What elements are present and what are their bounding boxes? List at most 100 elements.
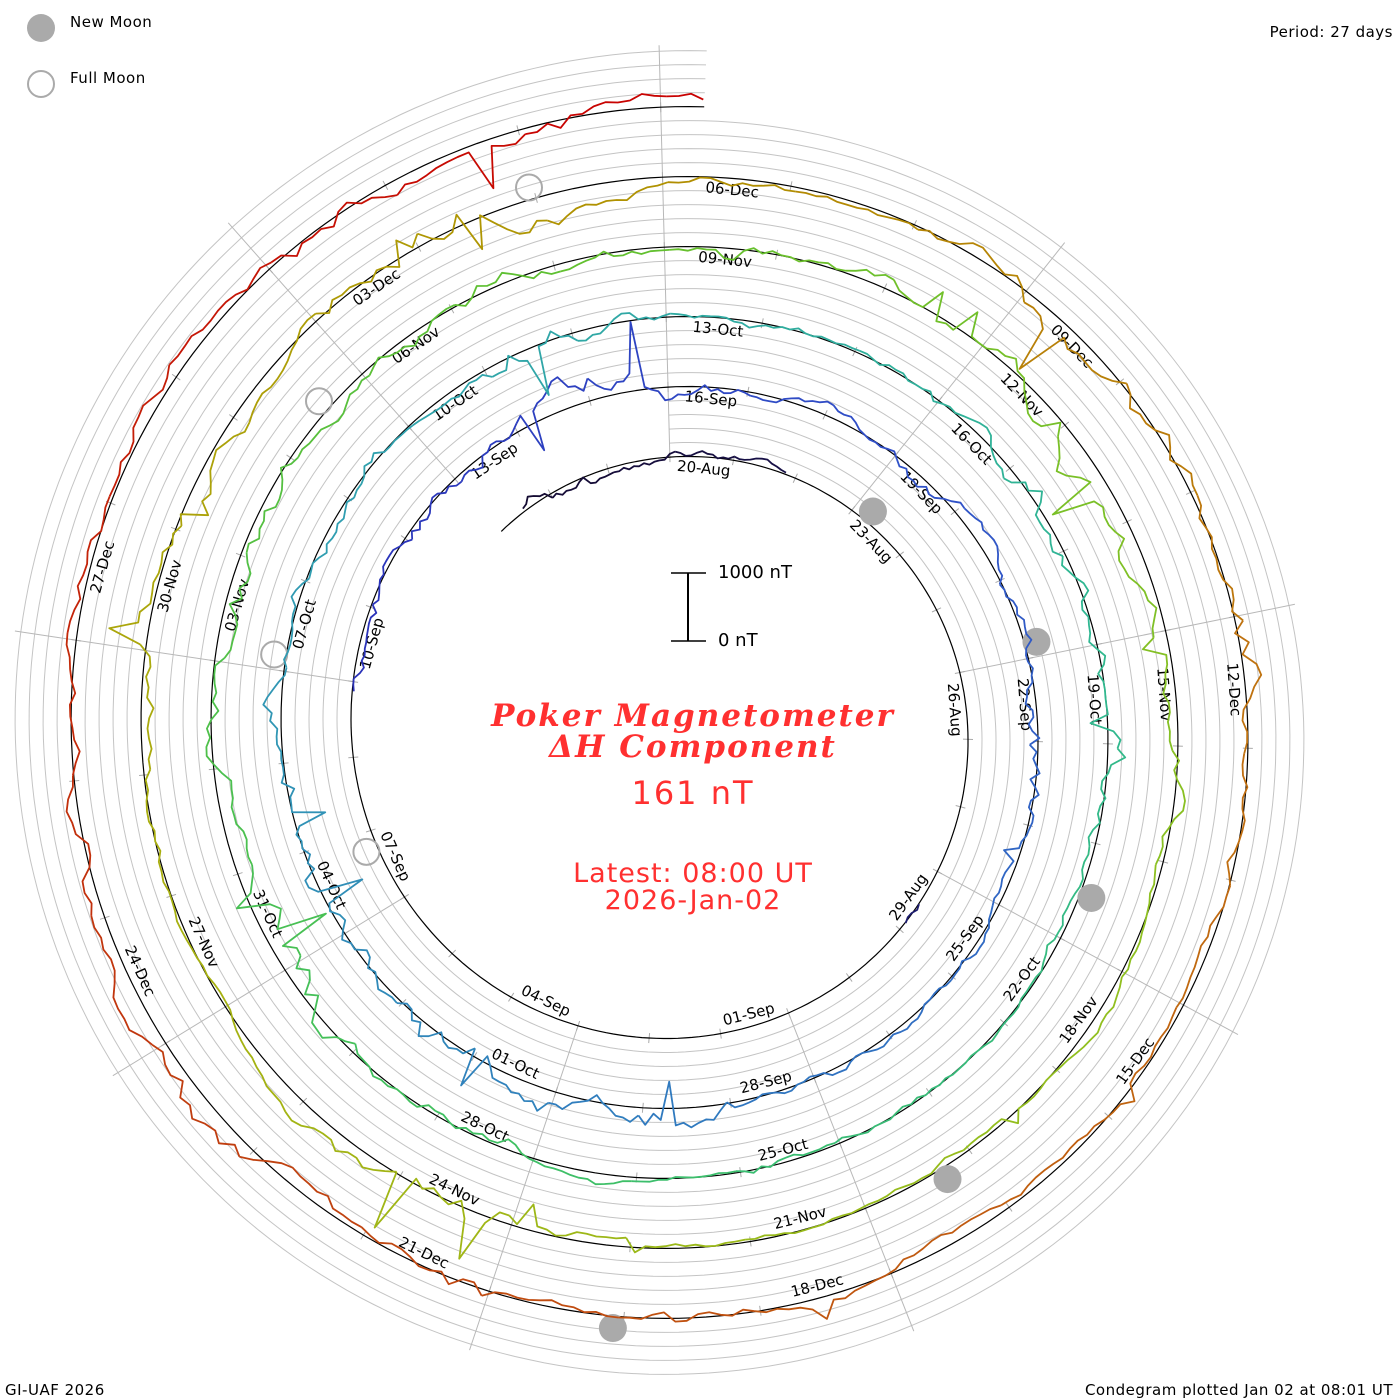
trace-day-segment [491, 330, 579, 396]
trace-day-segment [631, 1170, 737, 1183]
trace-day-segment [754, 1274, 887, 1320]
trace-day-segment [1142, 637, 1174, 751]
trace-day-segment [859, 1149, 964, 1210]
trace-day-segment [262, 667, 288, 760]
new-moon-marker [933, 1165, 962, 1194]
new-moon-marker [1022, 627, 1051, 656]
trace-day-segment [950, 905, 994, 981]
trace-day-segment [670, 384, 751, 400]
date-label: 26-Aug [944, 682, 966, 737]
trace-day-segment [999, 583, 1033, 663]
trace-day-segment [991, 828, 1031, 906]
baseline-spiral [70, 105, 1249, 1320]
trace-day-segment [280, 759, 327, 849]
trace-day-segment [515, 376, 589, 452]
traces [65, 92, 1263, 1323]
trace-day-segment [205, 657, 226, 766]
trace-day-segment [360, 1226, 483, 1297]
trace-day-segment [352, 678, 355, 692]
trace-day-segment [144, 769, 170, 892]
trace-day-segment [179, 422, 251, 526]
trace-day-segment [726, 1076, 811, 1109]
grid-spoke [851, 242, 1066, 511]
grid-spiral [56, 92, 1263, 1333]
full-moon-legend-icon [27, 70, 55, 98]
trace-day-segment [1061, 555, 1098, 650]
trace-day-segment [525, 93, 667, 135]
trace-day-segment [66, 495, 111, 634]
trace-day-segment [435, 1110, 530, 1160]
grid-spoke [959, 603, 1295, 673]
trace-day-segment [508, 1203, 627, 1240]
trace-day-segment [637, 1080, 728, 1129]
trace-day-segment [223, 552, 252, 659]
trace-day-segment [1234, 620, 1263, 754]
trace-day-segment [301, 848, 364, 931]
trace-day-segment [1024, 661, 1041, 746]
trace-day-segment [295, 955, 356, 1045]
trace-day-segment [65, 632, 81, 776]
footer-credit: GI-UAF 2026 [5, 1381, 105, 1399]
trace-day-segment [353, 424, 414, 499]
trace-day-segment [239, 1155, 363, 1228]
trace-day-segment [460, 1047, 549, 1112]
date-label: 30-Nov [154, 558, 186, 615]
trace-day-segment [372, 538, 413, 606]
trace-day-segment [1089, 648, 1122, 749]
date-label: 18-Nov [1056, 993, 1102, 1047]
date-label: 07-Oct [289, 597, 320, 651]
new-moon-marker [1077, 883, 1106, 912]
date-label: 10-Sep [356, 616, 388, 672]
trace-day-segment [528, 1157, 632, 1186]
trace-day-segment [1125, 383, 1199, 496]
trace-day-segment [270, 194, 398, 264]
trace-day-segment [904, 903, 920, 924]
trace-day-segment [412, 373, 493, 427]
chart-subtitle: ΔH Component [549, 729, 837, 765]
trace-day-segment [941, 402, 1005, 479]
trace-day-segment [547, 181, 669, 226]
date-label: 19-Sep [897, 467, 947, 517]
trace-day-segment [417, 213, 548, 251]
trace-day-segment [151, 1043, 241, 1158]
trace-day-segment [1018, 301, 1127, 385]
trace-day-segment [341, 930, 398, 1004]
trace-day-segment [248, 312, 317, 423]
trace-day-segment [577, 312, 671, 342]
trace-day-segment [887, 979, 952, 1041]
trace-day-segment [373, 1171, 510, 1260]
trace-day-segment [1052, 976, 1123, 1075]
trace-day-segment [781, 254, 895, 281]
trace-day-segment [65, 775, 93, 916]
grid-spiral [42, 78, 1277, 1347]
trace-day-segment [765, 324, 861, 352]
trace-day-segment [669, 247, 782, 261]
trace-day-segment [396, 1002, 476, 1055]
trace-day-segment [283, 577, 310, 669]
trace-day-segment [1154, 750, 1186, 866]
full-moon-marker [305, 387, 334, 416]
scale-bottom-label: 0 nT [718, 630, 758, 651]
trace-day-segment [235, 864, 327, 957]
new-moon-marker [598, 1314, 627, 1343]
trace-day-segment [1051, 436, 1117, 533]
trace-day-segment [1000, 1119, 1105, 1207]
trace-day-segment [963, 507, 1004, 585]
new-moon-legend-label: New Moon [70, 13, 153, 31]
new-moon-marker [858, 497, 887, 526]
full-moon-legend-label: Full Moon [70, 69, 146, 87]
trace-day-segment [1196, 494, 1244, 622]
trace-day-segment [552, 471, 615, 499]
date-label: 06-Dec [705, 178, 760, 201]
trace-day-segment [560, 249, 670, 273]
full-moon-marker [515, 173, 544, 202]
date-label: 25-Sep [942, 911, 987, 964]
trace-day-segment [1001, 938, 1055, 1027]
date-label: 27-Dec [86, 539, 118, 595]
footer-plot-time: Condegram plotted Jan 02 at 08:01 UT [1084, 1381, 1393, 1399]
trace-day-segment [396, 133, 526, 196]
latest-date: 2026-Jan-02 [604, 885, 782, 916]
trace-day-segment [733, 455, 787, 474]
trace-day-segment [670, 312, 766, 329]
